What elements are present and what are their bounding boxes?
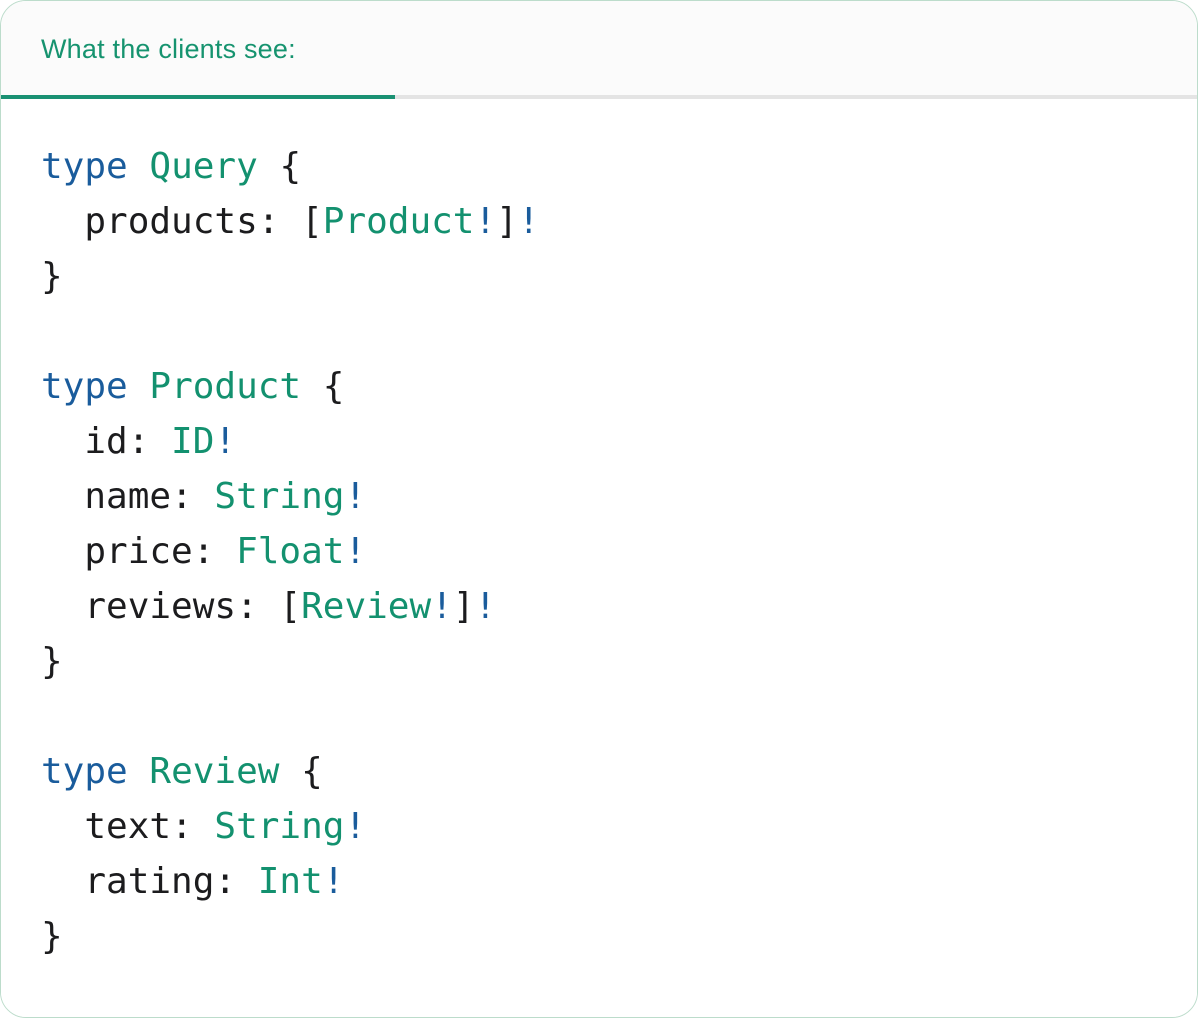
code-token-typename: Int [257, 861, 323, 902]
code-token-typename: ID [171, 421, 215, 462]
code-token-keyword: type [41, 751, 128, 792]
code-token-plain [128, 751, 150, 792]
code-token-typename: Product [149, 366, 302, 407]
code-line: price: Float! [41, 524, 1167, 579]
code-token-plain: reviews: [ [41, 586, 302, 627]
code-token-bang: ! [344, 476, 367, 517]
code-token-plain: } [41, 256, 63, 297]
code-token-plain: } [41, 916, 63, 957]
code-token-bang: ! [344, 531, 367, 572]
code-line: products: [Product!]! [41, 194, 1167, 249]
code-line: name: String! [41, 469, 1167, 524]
panel-header: What the clients see: [1, 1, 1197, 99]
tab-what-clients-see[interactable]: What the clients see: [41, 34, 296, 64]
code-token-plain: rating: [41, 861, 258, 902]
code-line: type Query { [41, 139, 1167, 194]
code-token-bang: ! [474, 586, 497, 627]
code-token-typename: String [214, 476, 345, 517]
code-token-typename: Float [236, 531, 345, 572]
code-token-plain [128, 146, 150, 187]
code-token-plain: id: [41, 421, 172, 462]
code-line: id: ID! [41, 414, 1167, 469]
code-token-plain: } [41, 641, 63, 682]
code-token-plain: ] [452, 586, 475, 627]
code-line [41, 304, 1167, 359]
code-token-plain: products: [ [41, 201, 323, 242]
active-tab-indicator [1, 95, 395, 99]
code-token-typename: String [214, 806, 345, 847]
code-token-typename: Review [301, 586, 432, 627]
code-token-plain: { [301, 366, 345, 407]
code-line: type Product { [41, 359, 1167, 414]
code-token-bang: ! [322, 861, 345, 902]
code-token-plain: { [257, 146, 302, 187]
code-token-typename: Review [149, 751, 280, 792]
code-token-plain [128, 366, 150, 407]
code-token-plain: { [279, 751, 323, 792]
code-line: reviews: [Review!]! [41, 579, 1167, 634]
code-token-bang: ! [517, 201, 540, 242]
code-block: type Query { products: [Product!]!}type … [1, 99, 1197, 1017]
code-token-keyword: type [41, 366, 128, 407]
code-line: } [41, 909, 1167, 964]
code-token-typename: Product [322, 201, 475, 242]
code-token-bang: ! [431, 586, 453, 627]
code-token-bang: ! [474, 201, 497, 242]
code-token-plain: text: [41, 806, 215, 847]
code-token-plain: price: [41, 531, 237, 572]
code-token-keyword: type [41, 146, 128, 187]
code-token-plain: name: [41, 476, 215, 517]
code-line: } [41, 634, 1167, 689]
code-line: rating: Int! [41, 854, 1167, 909]
header-divider [1, 95, 1197, 99]
code-line [41, 689, 1167, 744]
code-line: type Review { [41, 744, 1167, 799]
code-token-bang: ! [344, 806, 367, 847]
code-token-bang: ! [214, 421, 237, 462]
code-line: } [41, 249, 1167, 304]
code-token-plain: ] [496, 201, 518, 242]
code-token-typename: Query [149, 146, 258, 187]
code-line: text: String! [41, 799, 1167, 854]
